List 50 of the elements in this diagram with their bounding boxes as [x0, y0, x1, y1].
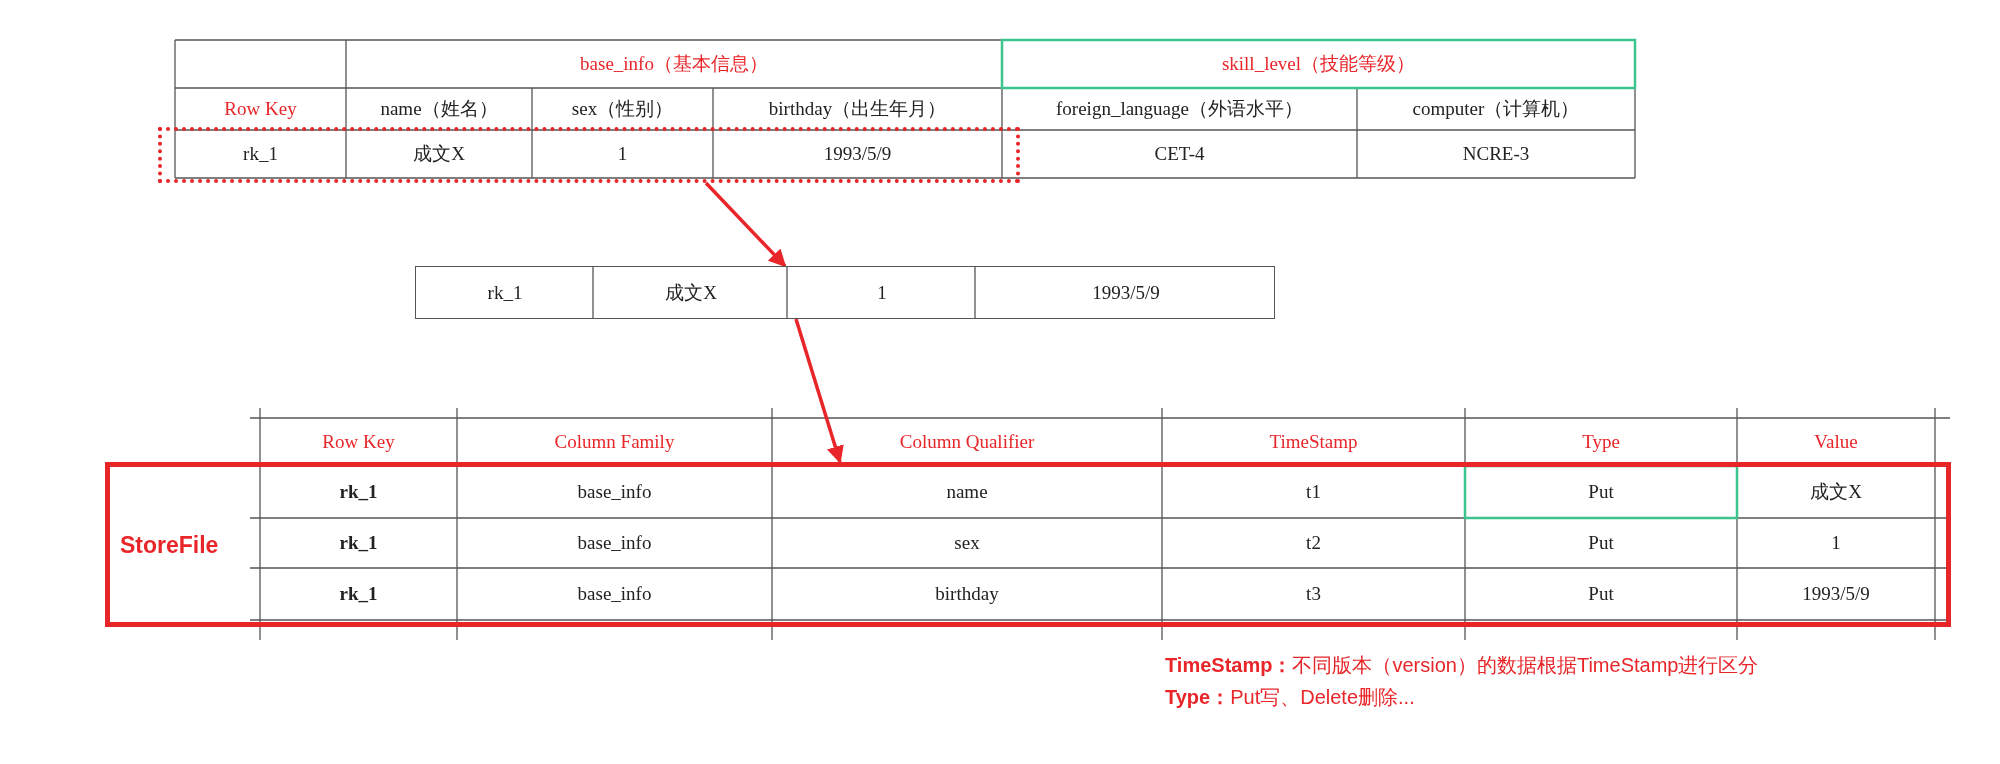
column-heading: Row Key — [224, 98, 297, 120]
column-heading: skill_level（技能等级） — [1221, 52, 1416, 76]
cell-value: 成文X — [665, 280, 717, 305]
cell-value: Put — [1588, 532, 1614, 554]
cell-value: t2 — [1306, 532, 1321, 554]
cell-value: CET-4 — [1154, 143, 1205, 165]
cell-value: rk_1 — [243, 143, 278, 165]
cell-value: rk_1 — [487, 281, 523, 304]
cell-value: t1 — [1306, 481, 1321, 503]
storefile-frame — [105, 462, 1951, 627]
column-heading: Column Qualifier — [899, 431, 1035, 453]
cell-value: Put — [1588, 583, 1614, 605]
cell-value: birthday — [935, 583, 999, 605]
cell-value: 1993/5/9 — [1092, 281, 1160, 304]
column-heading: Value — [1814, 431, 1858, 453]
note: TimeStamp：不同版本（version）的数据根据TimeStamp进行区分 — [1165, 653, 1759, 678]
cell-value: NCRE-3 — [1462, 143, 1530, 165]
table-row — [415, 266, 1275, 319]
column-heading: name（姓名） — [380, 97, 498, 121]
cell-value: rk_1 — [339, 532, 378, 554]
arrow — [704, 181, 787, 268]
column-heading: Column Family — [554, 431, 675, 453]
frame-label: StoreFile — [120, 531, 219, 558]
cell-value: base_info — [577, 583, 652, 605]
column-heading: Type — [1582, 431, 1620, 453]
cell-value: 成文X — [413, 142, 465, 166]
column-heading: sex（性别） — [571, 97, 674, 121]
column-heading: Row Key — [322, 431, 395, 453]
column-heading: base_info（基本信息） — [580, 52, 768, 76]
cell-value: base_info — [577, 481, 652, 503]
column-heading: birthday（出生年月） — [768, 97, 947, 121]
cell-value: 成文X — [1810, 480, 1862, 504]
cell-value: 1 — [1831, 532, 1841, 554]
cell-value: rk_1 — [339, 583, 378, 605]
arrow — [794, 318, 844, 464]
cell-value: rk_1 — [339, 481, 378, 503]
cell-value: t3 — [1306, 583, 1321, 605]
column-heading: foreign_language（外语水平） — [1056, 97, 1303, 121]
column-heading: computer（计算机） — [1412, 97, 1580, 121]
cell-value: base_info — [577, 532, 652, 554]
cell-value: 1 — [877, 281, 887, 304]
cell-value: Put — [1588, 481, 1614, 503]
note: Type：Put写、Delete删除... — [1165, 685, 1415, 710]
cell-value: sex — [954, 532, 980, 554]
column-heading: TimeStamp — [1269, 431, 1358, 453]
cell-value: 1 — [617, 143, 628, 165]
cell-value: 1993/5/9 — [1802, 583, 1870, 605]
cell-value: name — [946, 481, 988, 503]
highlight-frame — [158, 127, 1020, 183]
cell-value: 1993/5/9 — [823, 143, 892, 165]
